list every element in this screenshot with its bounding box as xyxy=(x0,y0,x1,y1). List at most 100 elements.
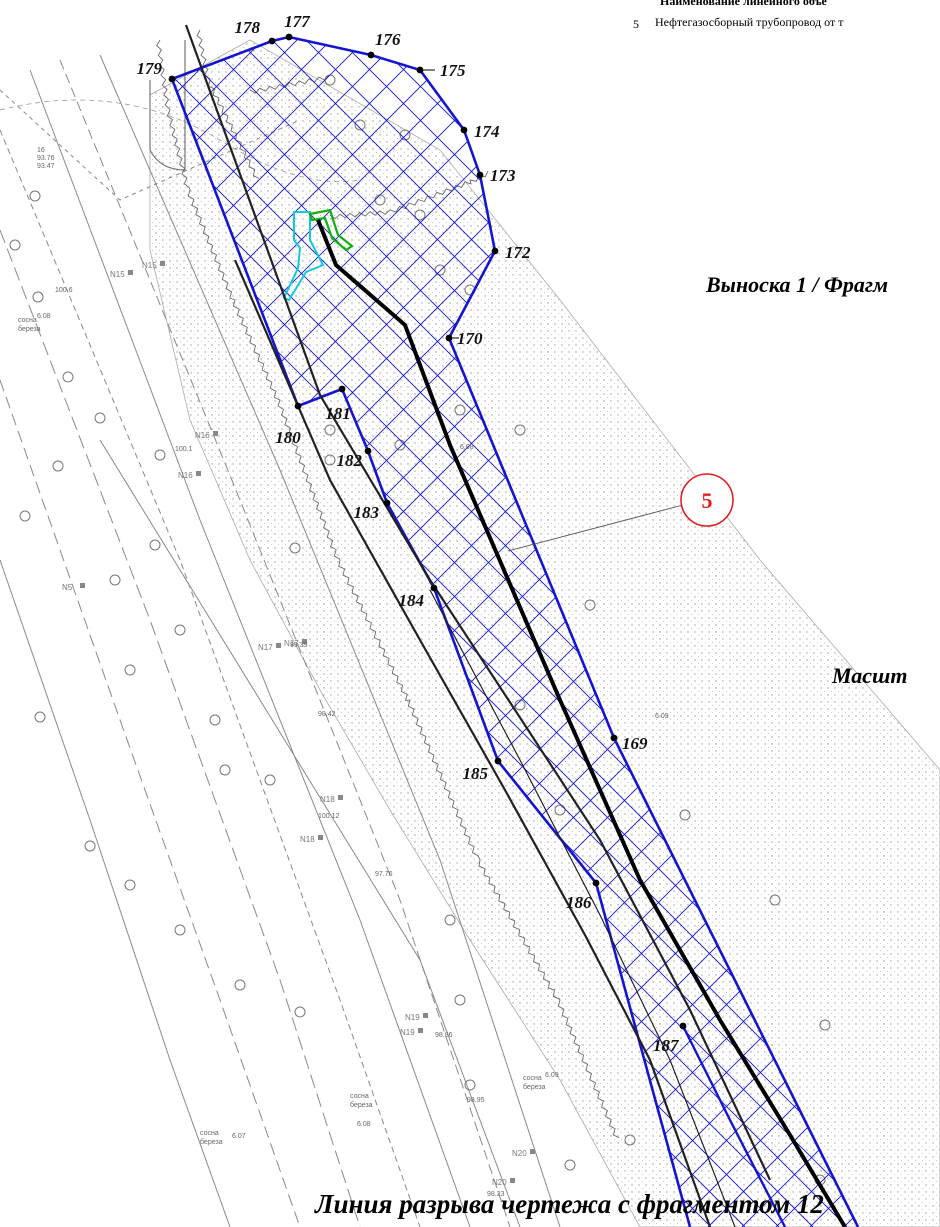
survey-label: N16 xyxy=(178,471,193,480)
terrain-circle xyxy=(289,542,301,554)
terrain-circle xyxy=(584,599,596,611)
terrain-circle xyxy=(174,924,186,936)
point-182-label: 182 xyxy=(337,451,363,470)
point-180-marker xyxy=(294,402,302,410)
point-183-marker xyxy=(383,499,391,507)
callout-circle xyxy=(680,473,734,527)
survey-marker xyxy=(423,1013,428,1018)
terrain-circle xyxy=(109,574,121,586)
terrain-circle xyxy=(154,449,166,461)
embankment-hatch xyxy=(329,170,489,220)
point-177-label: 177 xyxy=(284,12,311,31)
legend-header: Наименование линейного объе xyxy=(660,0,828,8)
terrain-line xyxy=(29,69,471,1227)
terrain-circle xyxy=(454,994,466,1006)
terrain-circle xyxy=(679,809,691,821)
terrain-circle xyxy=(324,424,336,436)
terrain-circle xyxy=(554,804,566,816)
elevation-label: 6.07 xyxy=(232,1133,246,1140)
survey-label: N15 xyxy=(142,261,157,270)
point-169-marker xyxy=(610,734,618,742)
road-line-1 xyxy=(184,24,771,1181)
cyan-object xyxy=(282,211,325,302)
inner-boundary-line xyxy=(681,1025,787,1227)
terrain-circle xyxy=(264,774,276,786)
elevation-label: 6.08 xyxy=(37,313,51,320)
terrain-line xyxy=(99,439,521,1227)
survey-label: N5 xyxy=(62,583,73,592)
point-176-marker xyxy=(367,51,375,59)
point-174-marker xyxy=(460,126,468,134)
terrain-circle xyxy=(149,539,161,551)
point-186-marker xyxy=(592,879,600,887)
terrain-circle xyxy=(324,74,336,86)
tree-label: береза xyxy=(18,325,41,333)
point-178-label: 178 xyxy=(235,18,261,37)
legend: Наименование линейного объе 5 Нефтегазос… xyxy=(600,0,940,40)
terrain-circle xyxy=(234,979,246,991)
terrain-circle xyxy=(84,840,96,852)
survey-marker xyxy=(510,1178,515,1183)
bottom-caption: Линия разрыва чертежа с фрагментом 12 xyxy=(314,1189,824,1219)
terrain-circle xyxy=(564,1159,576,1171)
survey-marker xyxy=(530,1149,535,1154)
road-line-3 xyxy=(429,589,736,1227)
terrain-line xyxy=(0,379,301,1227)
terrain-circle xyxy=(29,190,41,202)
elevation-label: 6.08 xyxy=(357,1121,371,1128)
point-182-marker xyxy=(364,447,372,455)
road-line-2 xyxy=(233,259,712,1227)
terrain-line xyxy=(0,89,301,201)
terrain-layer xyxy=(0,29,940,1227)
survey-label: N20 xyxy=(512,1149,527,1158)
embankment-hatch xyxy=(156,39,620,1139)
terrain-line xyxy=(149,40,186,171)
point-170-label: 170 xyxy=(457,329,483,348)
callout-number: 5 xyxy=(702,488,713,513)
survey-marker xyxy=(338,795,343,800)
embankment-hatch xyxy=(249,75,329,94)
callout-leader xyxy=(507,504,684,552)
elevation-label: 100.12 xyxy=(318,813,340,820)
elevation-label: 93.76 xyxy=(37,155,55,162)
terrain-circle xyxy=(514,424,526,436)
point-185-label: 185 xyxy=(463,764,489,783)
terrain-lines xyxy=(0,40,561,1227)
point-183-label: 183 xyxy=(354,503,380,522)
terrain-circle xyxy=(324,454,336,466)
terrain-circle xyxy=(52,460,64,472)
point-176-label: 176 xyxy=(375,30,401,49)
terrain-circle xyxy=(414,209,426,221)
point-172-label: 172 xyxy=(505,243,531,262)
terrain-line xyxy=(0,129,421,1227)
point-187-label: 187 xyxy=(653,1036,680,1055)
point-186-label: 186 xyxy=(566,893,592,912)
tree-label: сосна xyxy=(18,317,37,324)
survey-label: N18 xyxy=(300,835,315,844)
terrain-circle xyxy=(434,264,446,276)
survey-marker xyxy=(302,639,307,644)
terrain-circle xyxy=(174,624,186,636)
point-184-label: 184 xyxy=(399,591,425,610)
terrain-circle xyxy=(399,129,411,141)
point-177-marker xyxy=(285,33,293,41)
terrain-circle xyxy=(294,1006,306,1018)
terrain-line xyxy=(59,59,511,1227)
elevation-label: 6.09 xyxy=(655,713,669,720)
survey-label: N19 xyxy=(400,1028,415,1037)
legend-item-text: Нефтегазосборный трубопровод от т xyxy=(655,15,844,29)
survey-label: N15 xyxy=(110,270,125,279)
terrain-circle xyxy=(454,404,466,416)
terrain-line xyxy=(0,229,361,1227)
point-173-label: 173 xyxy=(490,166,516,185)
point-174-label: 174 xyxy=(474,122,500,141)
embankment-hatch xyxy=(156,29,620,1139)
terrain-circle xyxy=(624,1134,636,1146)
elevation-label: 98.42 xyxy=(318,711,336,718)
point-181-label: 181 xyxy=(325,404,351,423)
elevation-label: 93.47 xyxy=(37,163,55,170)
elevation-label: 6.08 xyxy=(460,444,474,451)
terrain-circle xyxy=(209,714,221,726)
terrain-line xyxy=(99,54,561,1227)
